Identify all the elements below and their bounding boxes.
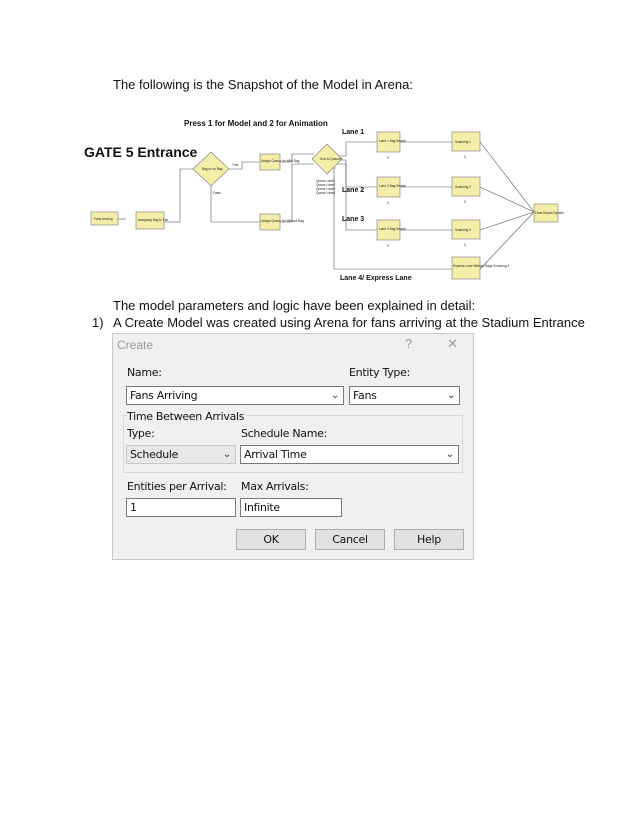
true-label: True: [232, 163, 239, 167]
svg-text:Queue Lane2: Queue Lane2: [316, 183, 336, 187]
arena-model-diagram: Press 1 for Model and 2 for Animation GA…: [82, 112, 572, 288]
chevron-down-icon: ⌄: [330, 390, 339, 401]
lane-3-label: Lane 3: [342, 216, 364, 223]
sort-queues-block: Sort to Queues: [311, 143, 343, 175]
lane-2-label: Lane 2: [342, 187, 364, 194]
svg-text:Fans Arriving: Fans Arriving: [94, 217, 113, 221]
queue-without-bag-block: Assign Queue for Without Bag: [259, 213, 304, 231]
dialog-title: Create: [117, 338, 154, 352]
close-icon[interactable]: ✕: [447, 336, 458, 351]
name-combo[interactable]: Fans Arriving ⌄: [126, 386, 344, 405]
svg-text:Bag or no Bag: Bag or no Bag: [202, 167, 223, 171]
svg-text:Scanning 3: Scanning 3: [455, 228, 471, 232]
type-combo[interactable]: Schedule ⌄: [126, 445, 236, 464]
help-icon[interactable]: ?: [405, 336, 413, 351]
svg-text:Queue Lane1: Queue Lane1: [316, 179, 336, 183]
name-label: Name:: [127, 366, 162, 379]
scanning2-block: Scanning 2 0: [451, 176, 481, 204]
svg-text:Assign Queue for With Bag: Assign Queue for With Bag: [261, 159, 300, 163]
svg-text:0: 0: [387, 156, 389, 160]
svg-text:Queue Lane3: Queue Lane3: [316, 187, 336, 191]
bag-decide-block: Bag or no Bag: [192, 151, 230, 187]
entity-type-label: Entity Type:: [349, 366, 410, 379]
svg-text:Lane 3 Bag Search: Lane 3 Bag Search: [379, 227, 407, 231]
lane-4-label: Lane 4/ Express Lane: [340, 275, 412, 282]
svg-text:Sort to Queues: Sort to Queues: [320, 157, 342, 161]
lane2-bag-search-block: Lane 2 Bag Search 0: [376, 176, 407, 205]
false-label: False: [213, 191, 221, 195]
chevron-down-icon: ⌄: [445, 449, 454, 460]
svg-text:Scanning 2: Scanning 2: [455, 185, 471, 189]
max-arrivals-field[interactable]: Infinite: [240, 498, 342, 517]
svg-text:Lane 1 Bag Search: Lane 1 Bag Search: [379, 139, 407, 143]
entity-type-value: Fans: [353, 389, 377, 402]
entity-type-combo[interactable]: Fans ⌄: [349, 386, 460, 405]
svg-text:Fans Depart System: Fans Depart System: [535, 211, 564, 215]
svg-text:Queue Lane4: Queue Lane4: [316, 191, 336, 195]
entities-per-arrival-label: Entities per Arrival:: [127, 480, 227, 493]
cancel-button[interactable]: Cancel: [315, 529, 385, 550]
svg-text:0: 0: [387, 244, 389, 248]
svg-text:0: 0: [464, 243, 466, 247]
create-dialog: Create ? ✕ Name: Fans Arriving ⌄ Entity …: [112, 333, 474, 560]
svg-text:Scanning 1: Scanning 1: [455, 140, 471, 144]
svg-text:0: 0: [387, 201, 389, 205]
name-value: Fans Arriving: [130, 389, 198, 402]
help-button[interactable]: Help: [394, 529, 464, 550]
fans-depart-block: Fans Depart System: [533, 203, 564, 223]
intro-text: The following is the Snapshot of the Mod…: [113, 77, 413, 92]
list-item-text: A Create Model was created using Arena f…: [113, 315, 585, 330]
diagram-header: Press 1 for Model and 2 for Animation: [184, 119, 328, 128]
schedule-name-combo[interactable]: Arrival Time ⌄: [240, 445, 459, 464]
svg-text:Assigning Bag to Fan: Assigning Bag to Fan: [138, 218, 169, 222]
explain-text: The model parameters and logic have been…: [113, 298, 476, 313]
type-label: Type:: [127, 427, 155, 440]
ok-button[interactable]: OK: [236, 529, 306, 550]
lane3-bag-search-block: Lane 3 Bag Search 0: [376, 219, 407, 248]
max-arrivals-label: Max Arrivals:: [241, 480, 309, 493]
type-value: Schedule: [130, 448, 179, 461]
time-between-arrivals-group: [123, 415, 463, 473]
fans-arriving-block: Fans Arriving: [90, 211, 119, 226]
list-number: 1): [92, 315, 104, 330]
assign-bag-block: Assigning Bag to Fan: [135, 211, 169, 230]
svg-text:Express Lane Without Bags Scan: Express Lane Without Bags Scanning 4: [453, 264, 509, 268]
diagram-title: GATE 5 Entrance: [84, 144, 198, 160]
lane1-bag-search-block: Lane 1 Bag Search 0: [376, 131, 407, 160]
queue-with-bag-block: Assign Queue for With Bag: [259, 153, 300, 171]
chevron-down-icon: ⌄: [446, 390, 455, 401]
entities-per-arrival-field[interactable]: 1: [126, 498, 236, 517]
svg-text:Assign Queue for Without Bag: Assign Queue for Without Bag: [261, 219, 304, 223]
schedule-name-value: Arrival Time: [244, 448, 307, 461]
connector-lines: [118, 141, 535, 270]
express-scanning4-block: Express Lane Without Bags Scanning 4: [451, 256, 509, 280]
scanning1-block: Scanning 1 0: [451, 131, 481, 159]
sort-outputs: Queue Lane1 Queue Lane2 Queue Lane3 Queu…: [316, 179, 336, 195]
svg-text:0: 0: [464, 200, 466, 204]
group-label: Time Between Arrivals: [127, 410, 247, 423]
scanning3-block: Scanning 3 0: [451, 219, 481, 247]
svg-text:Lane 2 Bag Search: Lane 2 Bag Search: [379, 184, 407, 188]
chevron-down-icon: ⌄: [222, 449, 231, 460]
svg-text:0: 0: [464, 155, 466, 159]
lane-1-label: Lane 1: [342, 129, 364, 136]
schedule-name-label: Schedule Name:: [241, 427, 328, 440]
